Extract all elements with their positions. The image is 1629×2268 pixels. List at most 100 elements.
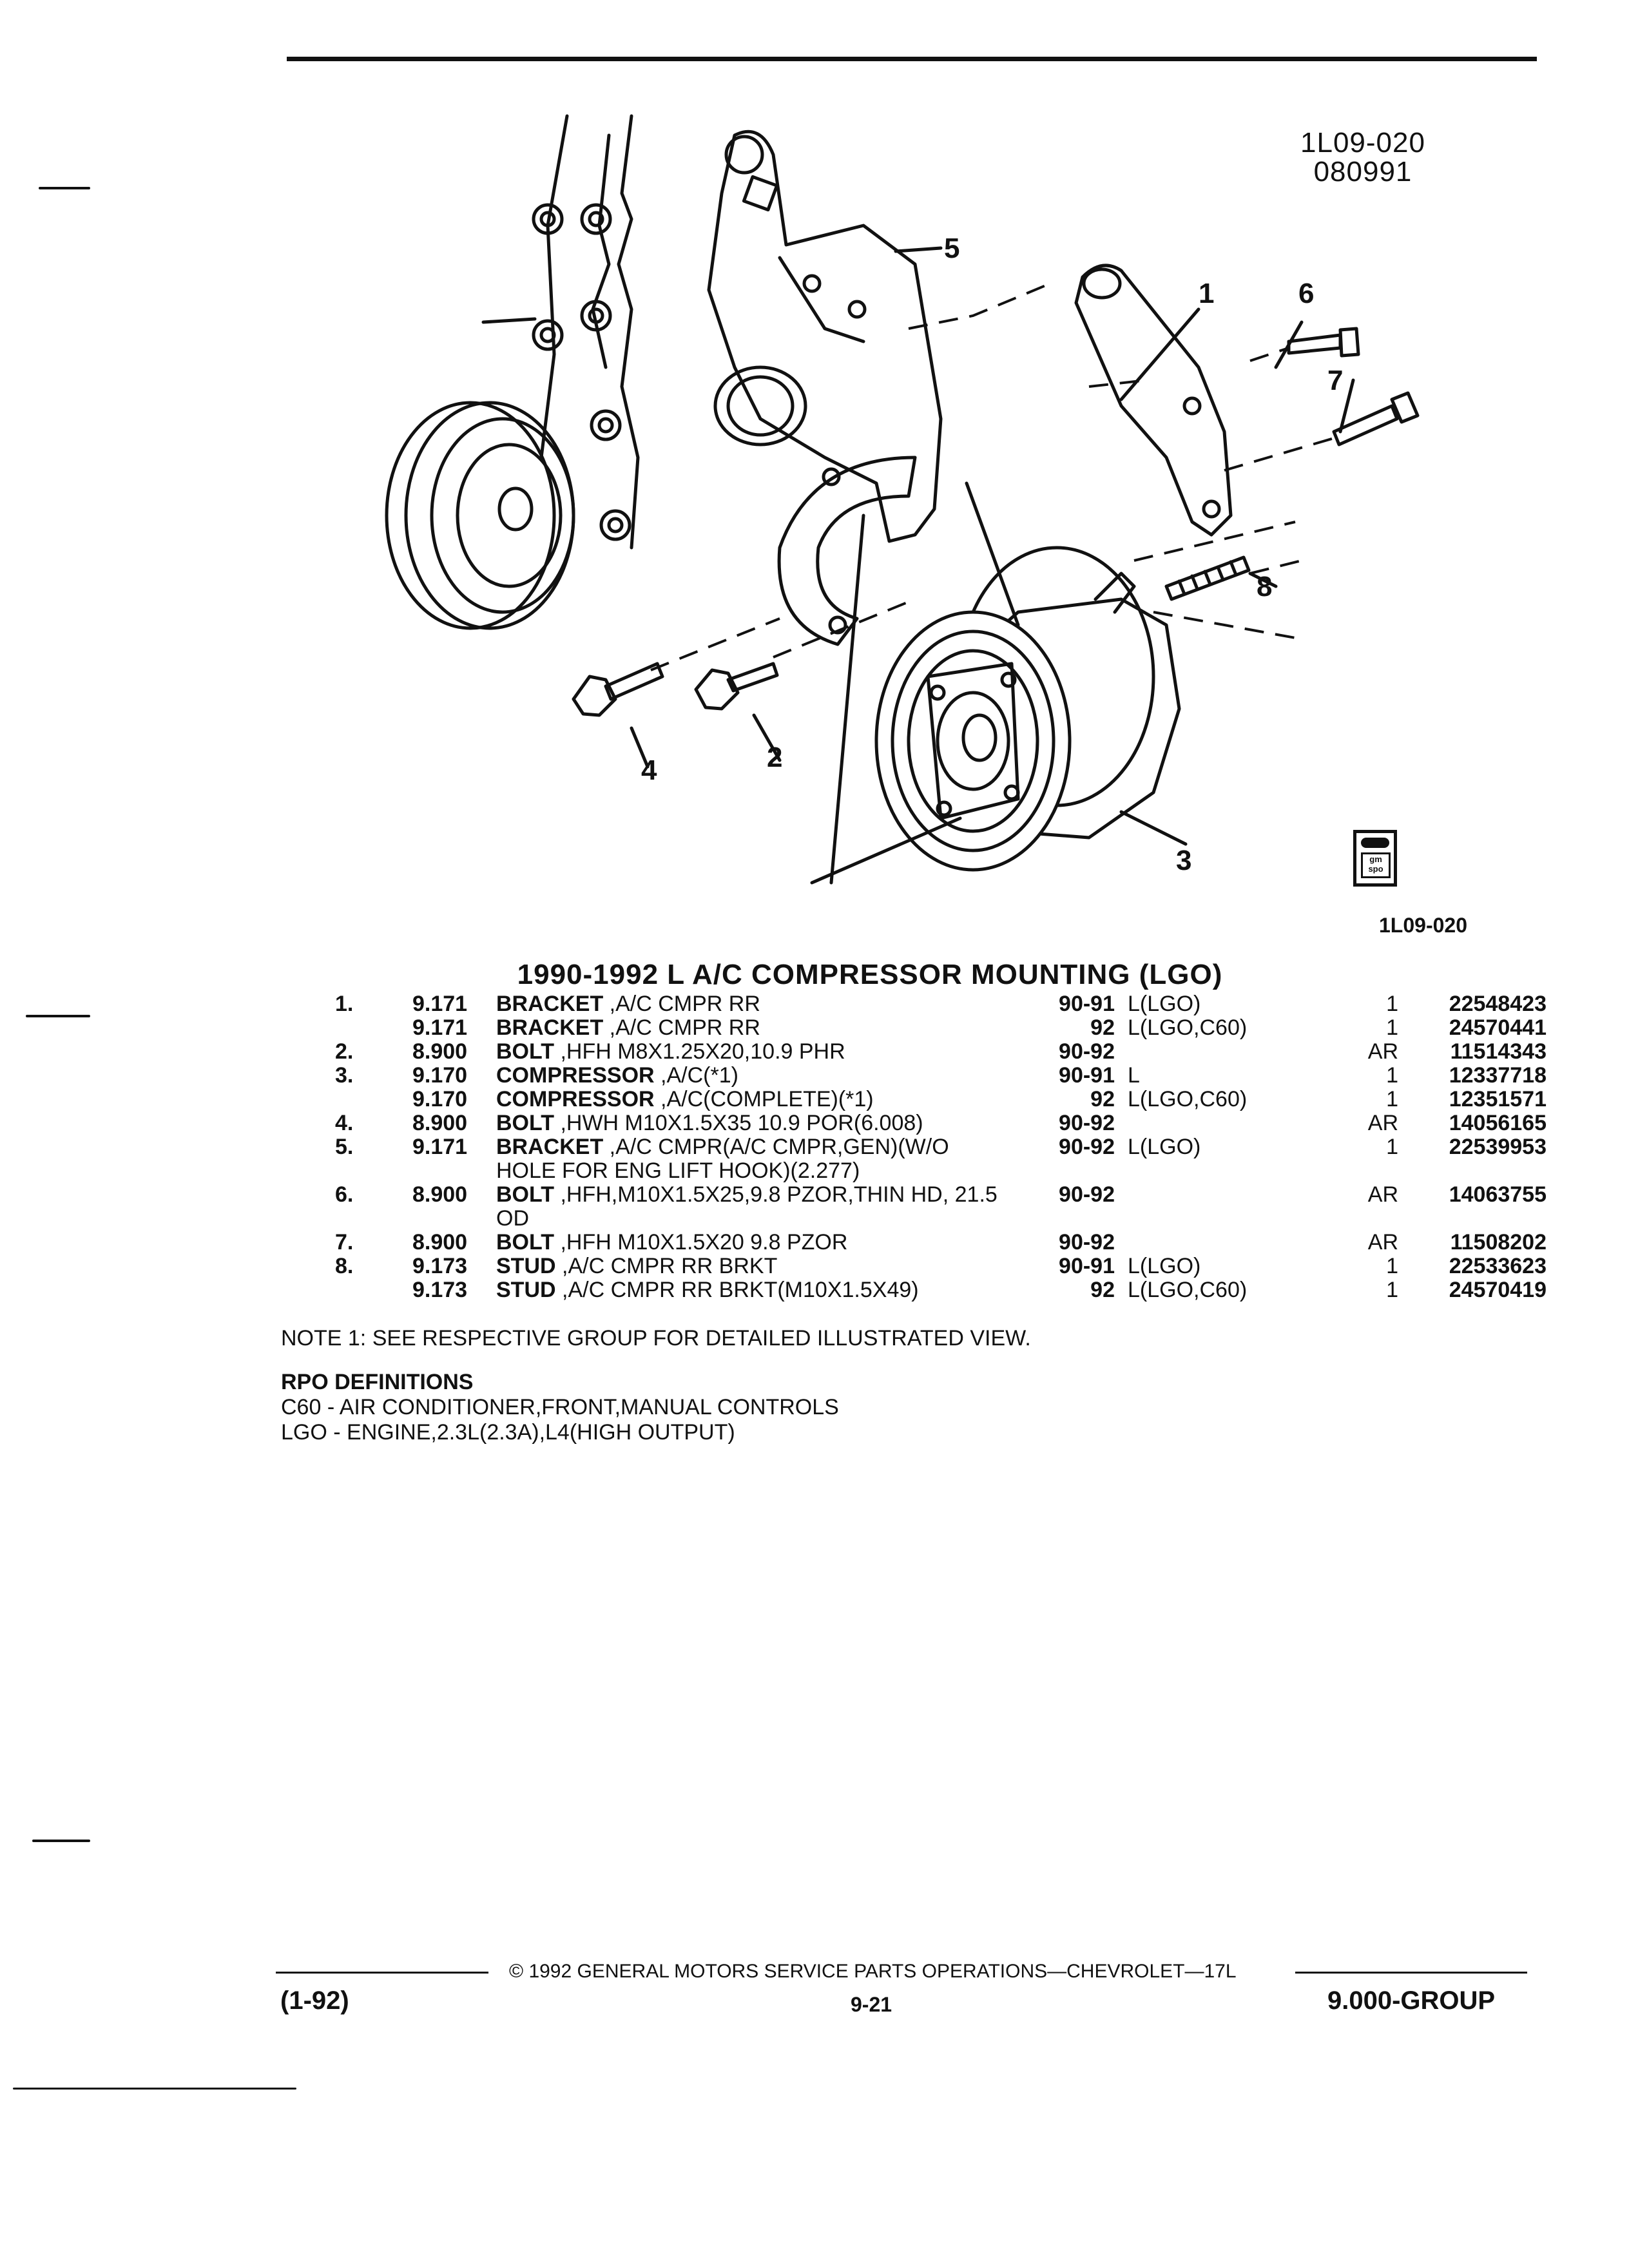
part-qty: AR (1367, 1111, 1398, 1135)
part-group: 9.171 (412, 992, 468, 1016)
callout-8: 8 (1257, 571, 1272, 602)
part-years: 90-92 (1059, 1135, 1115, 1159)
callout-1: 1 (1199, 278, 1214, 309)
curved-brace (777, 456, 917, 646)
bolt-4 (572, 662, 664, 717)
part-years: 90-91 (1059, 1063, 1115, 1088)
part-name: BRACKET (496, 1135, 604, 1159)
part-spec: ,A/C CMPR RR BRKT (555, 1254, 778, 1278)
callout-7: 7 (1327, 365, 1343, 396)
callout-5: 5 (944, 233, 959, 264)
crankshaft-pulley (385, 401, 575, 630)
callout-4: 4 (641, 754, 657, 786)
part-index: 7. (335, 1230, 354, 1254)
rpo-definition: C60 - AIR CONDITIONER,FRONT,MANUAL CONTR… (281, 1395, 839, 1419)
part-group: 9.171 (412, 1135, 468, 1159)
part-number: 11514343 (1450, 1039, 1547, 1064)
part-description: BRACKET ,A/C CMPR RR (496, 1016, 1205, 1040)
part-rpo: L(LGO,C60) (1128, 1015, 1248, 1040)
part-name: STUD (496, 1254, 556, 1278)
part-spec: ,A/C CMPR RR (603, 992, 760, 1016)
part-index: 2. (335, 1039, 354, 1064)
part-spec: ,A/C CMPR RR (603, 1015, 760, 1040)
callout-3: 3 (1176, 845, 1191, 876)
note-text: NOTE 1: SEE RESPECTIVE GROUP FOR DETAILE… (281, 1326, 1031, 1350)
part-group: 9.170 (412, 1087, 468, 1111)
bolt-6 (1287, 327, 1360, 358)
part-years: 90-92 (1059, 1230, 1115, 1254)
front-bracket (707, 130, 943, 543)
part-description: COMPRESSOR ,A/C(COMPLETE)(*1) (496, 1088, 1205, 1111)
footer-rule-left (276, 1972, 488, 1974)
part-number: 11508202 (1450, 1230, 1547, 1254)
footer-group: 9.000-GROUP (1327, 1986, 1496, 2015)
part-years: 90-91 (1059, 992, 1115, 1016)
part-qty: 1 (1386, 1063, 1398, 1088)
bolt-2 (694, 662, 779, 711)
part-spec: ,HWH M10X1.5X35 10.9 POR(6.008) (554, 1111, 923, 1135)
part-spec: ,HFH M10X1.5X20 9.8 PZOR (554, 1230, 848, 1254)
part-number: 12337718 (1449, 1063, 1547, 1088)
header-rule (287, 57, 1537, 61)
rpo-definition: LGO - ENGINE,2.3L(2.3A),L4(HIGH OUTPUT) (281, 1420, 735, 1445)
part-index: 4. (335, 1111, 354, 1135)
part-description: STUD ,A/C CMPR RR BRKT(M10X1.5X49) (496, 1278, 1205, 1302)
part-name: BOLT (496, 1182, 555, 1207)
part-rpo: L(LGO,C60) (1128, 1278, 1248, 1302)
part-group: 8.900 (412, 1111, 468, 1135)
part-qty: AR (1367, 1039, 1398, 1064)
figure-date: 080991 (1313, 156, 1412, 187)
part-description: STUD ,A/C CMPR RR BRKT (496, 1254, 1205, 1278)
margin-mark (26, 1015, 90, 1017)
part-description: BRACKET ,A/C CMPR(A/C CMPR,GEN)(W/O HOLE… (496, 1135, 1012, 1183)
part-number: 14063755 (1449, 1182, 1547, 1207)
part-years: 90-92 (1059, 1039, 1115, 1064)
part-name: COMPRESSOR (496, 1087, 655, 1111)
footer-date: (1-92) (280, 1986, 349, 2015)
part-rpo: L(LGO) (1128, 992, 1201, 1016)
part-number: 24570441 (1449, 1015, 1547, 1040)
gm-spo-logo: gm spo (1353, 830, 1397, 887)
stud-8 (1164, 555, 1251, 601)
part-spec: ,HFH,M10X1.5X25,9.8 PZOR,THIN HD, 21.5 O… (496, 1182, 998, 1231)
part-years: 90-91 (1059, 1254, 1115, 1278)
part-qty: 1 (1386, 1135, 1398, 1159)
part-description: BRACKET ,A/C CMPR RR (496, 992, 1205, 1016)
part-spec: ,A/C(COMPLETE)(*1) (654, 1087, 874, 1111)
figure-code: 1L09-020 (1300, 127, 1425, 159)
part-qty: AR (1367, 1182, 1398, 1207)
part-description: BOLT ,HFH M10X1.5X20 9.8 PZOR (496, 1231, 1205, 1254)
part-name: COMPRESSOR (496, 1063, 655, 1088)
part-description: BOLT ,HFH,M10X1.5X25,9.8 PZOR,THIN HD, 2… (496, 1183, 1012, 1231)
part-qty: 1 (1386, 992, 1398, 1016)
part-description: BOLT ,HWH M10X1.5X35 10.9 POR(6.008) (496, 1111, 1205, 1135)
part-group: 9.170 (412, 1063, 468, 1088)
bolt-7 (1332, 391, 1420, 447)
part-spec: ,A/C CMPR RR BRKT(M10X1.5X49) (555, 1278, 919, 1302)
part-qty: 1 (1386, 1278, 1398, 1302)
part-name: BRACKET (496, 1015, 604, 1040)
part-description: BOLT ,HFH M8X1.25X20,10.9 PHR (496, 1040, 1205, 1064)
part-number: 24570419 (1449, 1278, 1547, 1302)
margin-mark (13, 2088, 296, 2090)
part-qty: 1 (1386, 1254, 1398, 1278)
part-qty: 1 (1386, 1015, 1398, 1040)
rpo-heading: RPO DEFINITIONS (281, 1370, 474, 1394)
callout-6: 6 (1298, 278, 1314, 309)
part-description: COMPRESSOR ,A/C(*1) (496, 1064, 1205, 1088)
part-years: 92 (1090, 1278, 1115, 1302)
footer-rule-right (1295, 1972, 1527, 1974)
exploded-parts-diagram: 1 2 3 4 5 6 7 8 (385, 114, 1420, 885)
part-qty: 1 (1386, 1087, 1398, 1111)
engine-timing-cover (481, 114, 640, 550)
part-group: 9.173 (412, 1254, 468, 1278)
part-index: 1. (335, 992, 354, 1016)
part-years: 92 (1090, 1015, 1115, 1040)
